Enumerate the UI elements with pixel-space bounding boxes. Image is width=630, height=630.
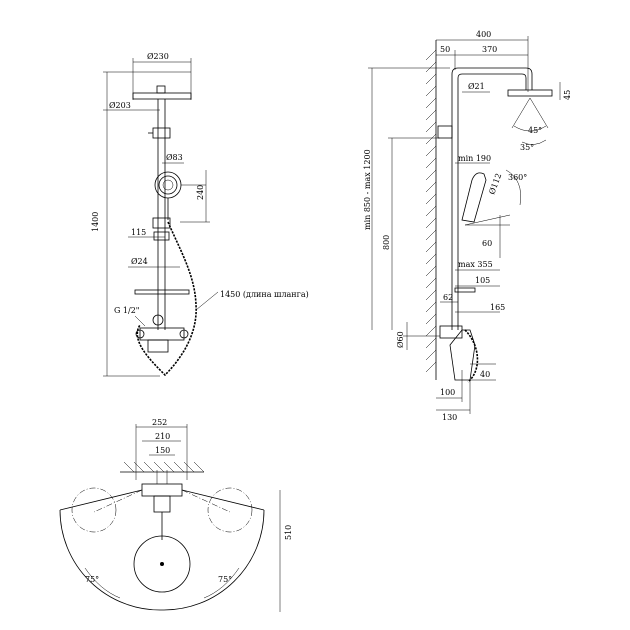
dim-wall-diameter: Ø60 [396, 331, 405, 348]
mixer-body [139, 327, 185, 341]
side-shower-head [507, 89, 553, 97]
dim-arm-length: 370 [482, 45, 497, 54]
angle-left: 75° [85, 575, 99, 584]
top-view: 252 210 150 510 [59, 418, 293, 612]
dim-mixer-total: 130 [442, 413, 457, 422]
dim-arm-pipe: Ø21 [468, 82, 485, 91]
top-shower-head [133, 535, 191, 593]
hose-length-label: 1450 (длина шланга) [220, 290, 309, 299]
dim-head-outer: Ø230 [147, 52, 169, 61]
shower-head [132, 92, 192, 100]
shelf [134, 289, 190, 295]
shower-arm [451, 67, 533, 330]
swing-arc [59, 509, 265, 611]
dim-holder-min: min 190 [458, 154, 491, 163]
top-mixer [141, 483, 183, 497]
dim-mixer-height: 40 [480, 370, 490, 379]
dim-width-mid: 210 [155, 432, 170, 441]
side-view: 400 50 370 Ø21 45 45° 35° min 850 - max … [363, 30, 572, 422]
dim-holder-max: max 355 [458, 260, 493, 269]
dim-wall-offset: 50 [440, 45, 450, 54]
dim-height-total: 1400 [91, 212, 100, 232]
side-hand-shower [461, 172, 487, 223]
dim-holder-offset: 115 [131, 228, 146, 237]
dim-head-thickness: 45 [563, 90, 572, 100]
dim-width-outer: 252 [152, 418, 167, 427]
angle-right: 75° [218, 575, 232, 584]
dim-pipe: Ø24 [131, 257, 148, 266]
dim-arm-total: 400 [476, 30, 491, 39]
dim-pipe-spacing: 62 [443, 293, 453, 302]
dim-shelf-depth: 105 [475, 276, 490, 285]
head-tilt-2: 35° [520, 143, 534, 152]
thread-label: G 1/2" [114, 306, 140, 315]
dim-width-inner: 150 [155, 446, 170, 455]
dim-hand-angle: 60 [482, 239, 492, 248]
rotation-label: 360° [508, 173, 527, 182]
dim-mixer-depth: 165 [490, 303, 505, 312]
dim-depth: 510 [284, 525, 293, 540]
dim-head-inner: Ø203 [109, 101, 131, 110]
dim-height-range: min 850 - max 1200 [363, 149, 372, 230]
front-view: Ø230 Ø203 Ø83 240 115 Ø24 [91, 52, 309, 377]
head-tilt-1: 45° [528, 126, 542, 135]
dim-rail-height: 800 [382, 235, 391, 250]
dim-hand-diameter: Ø112 [487, 172, 503, 196]
dim-hand-shower: Ø83 [166, 153, 183, 162]
hose [136, 221, 197, 377]
dim-mixer-offset: 100 [440, 388, 455, 397]
side-mixer [449, 329, 476, 381]
dim-slide-range: 240 [196, 185, 205, 200]
